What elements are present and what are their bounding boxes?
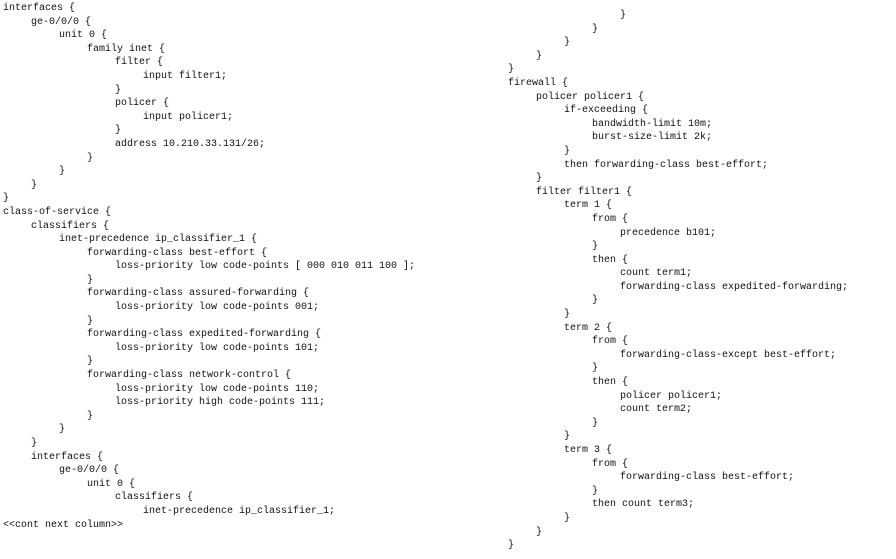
config-line: from {	[592, 213, 629, 225]
config-line: burst-size-limit 2k;	[592, 132, 713, 144]
config-line: }	[87, 274, 94, 286]
config-line: inet-precedence ip_classifier_1;	[143, 505, 336, 517]
config-line: classifiers {	[31, 220, 110, 232]
config-line: }	[508, 64, 515, 76]
config-line: filter {	[115, 57, 164, 69]
config-line: }	[592, 241, 599, 253]
config-line: then {	[592, 377, 629, 389]
config-line: ge-0/0/0 {	[31, 16, 92, 28]
config-line: }	[592, 417, 599, 429]
config-line: }	[59, 166, 66, 178]
config-line: }	[115, 84, 122, 96]
config-line: from {	[592, 336, 629, 348]
config-line: then count term3;	[592, 499, 695, 511]
config-column-left: interfaces {ge-0/0/0 {unit 0 {family ine…	[3, 2, 415, 532]
config-line: then forwarding-class best-effort;	[564, 159, 769, 171]
config-line: }	[87, 315, 94, 327]
config-line: interfaces {	[31, 451, 104, 463]
config-line: count term1;	[620, 268, 693, 280]
config-line: }	[564, 145, 571, 157]
config-line: }	[592, 295, 599, 307]
config-line: family inet {	[87, 43, 166, 55]
config-line: forwarding-class best-effort;	[620, 472, 795, 484]
config-line: unit 0 {	[59, 30, 108, 42]
config-line: class-of-service {	[3, 206, 112, 218]
config-line: <<cont next column>>	[3, 519, 124, 531]
config-line: }	[87, 410, 94, 422]
config-line: }	[31, 179, 38, 191]
config-line: inet-precedence ip_classifier_1 {	[59, 234, 258, 246]
config-line: firewall {	[508, 77, 569, 89]
config-line: }	[592, 363, 599, 375]
config-line: }	[620, 10, 627, 21]
config-line: term 3 {	[564, 445, 613, 456]
config-line: bandwidth-limit 10m;	[592, 118, 713, 130]
config-line: }	[59, 424, 66, 436]
config-line: forwarding-class network-control {	[87, 370, 292, 382]
config-line: }	[87, 152, 94, 164]
config-line: forwarding-class assured-forwarding {	[87, 288, 310, 300]
config-line: policer {	[115, 98, 170, 110]
config-line: filter filter1 {	[536, 186, 633, 198]
config-line: from {	[592, 458, 629, 470]
config-line: }	[87, 356, 94, 368]
config-line: }	[564, 512, 571, 524]
config-line: loss-priority low code-points 110;	[115, 383, 320, 395]
config-line: }	[564, 431, 571, 443]
config-line: }	[592, 23, 599, 35]
config-line: classifiers {	[115, 492, 194, 504]
config-line: input filter1;	[143, 70, 228, 82]
config-line: }	[564, 37, 571, 49]
config-line: address 10.210.33.131/26;	[115, 138, 266, 150]
config-line: }	[508, 540, 515, 552]
config-line: policer policer1;	[620, 390, 723, 402]
config-line: }	[115, 125, 122, 137]
config-line: precedence b101;	[620, 227, 717, 239]
config-line: if-exceeding {	[564, 105, 649, 117]
config-line: loss-priority low code-points [ 000 010 …	[115, 261, 416, 273]
config-line: loss-priority high code-points 111;	[115, 397, 326, 409]
config-line: loss-priority low code-points 101;	[115, 342, 320, 354]
config-line: forwarding-class-except best-effort;	[620, 349, 837, 361]
config-line: ge-0/0/0 {	[59, 465, 120, 477]
config-line: }	[3, 193, 10, 205]
config-line: forwarding-class expedited-forwarding {	[87, 329, 322, 341]
config-line: policer policer1 {	[536, 91, 645, 103]
config-line: term 2 {	[564, 322, 613, 334]
config-line: forwarding-class best-effort {	[87, 247, 268, 259]
config-line: interfaces {	[3, 3, 76, 14]
config-line: }	[564, 309, 571, 321]
config-line: }	[536, 526, 543, 538]
config-line: }	[536, 50, 543, 62]
config-line: }	[31, 438, 38, 449]
config-line: }	[592, 485, 599, 497]
config-line: unit 0 {	[87, 478, 136, 490]
config-line: then {	[592, 254, 629, 266]
config-line: term 1 {	[564, 200, 613, 212]
config-line: input policer1;	[143, 111, 234, 123]
config-line: }	[536, 173, 543, 185]
config-line: loss-priority low code-points 001;	[115, 302, 320, 314]
config-line: forwarding-class expedited-forwarding;	[620, 281, 849, 293]
config-line: count term2;	[620, 404, 693, 416]
config-column-right: }}}}}firewall {policer policer1 {if-exce…	[508, 9, 848, 553]
